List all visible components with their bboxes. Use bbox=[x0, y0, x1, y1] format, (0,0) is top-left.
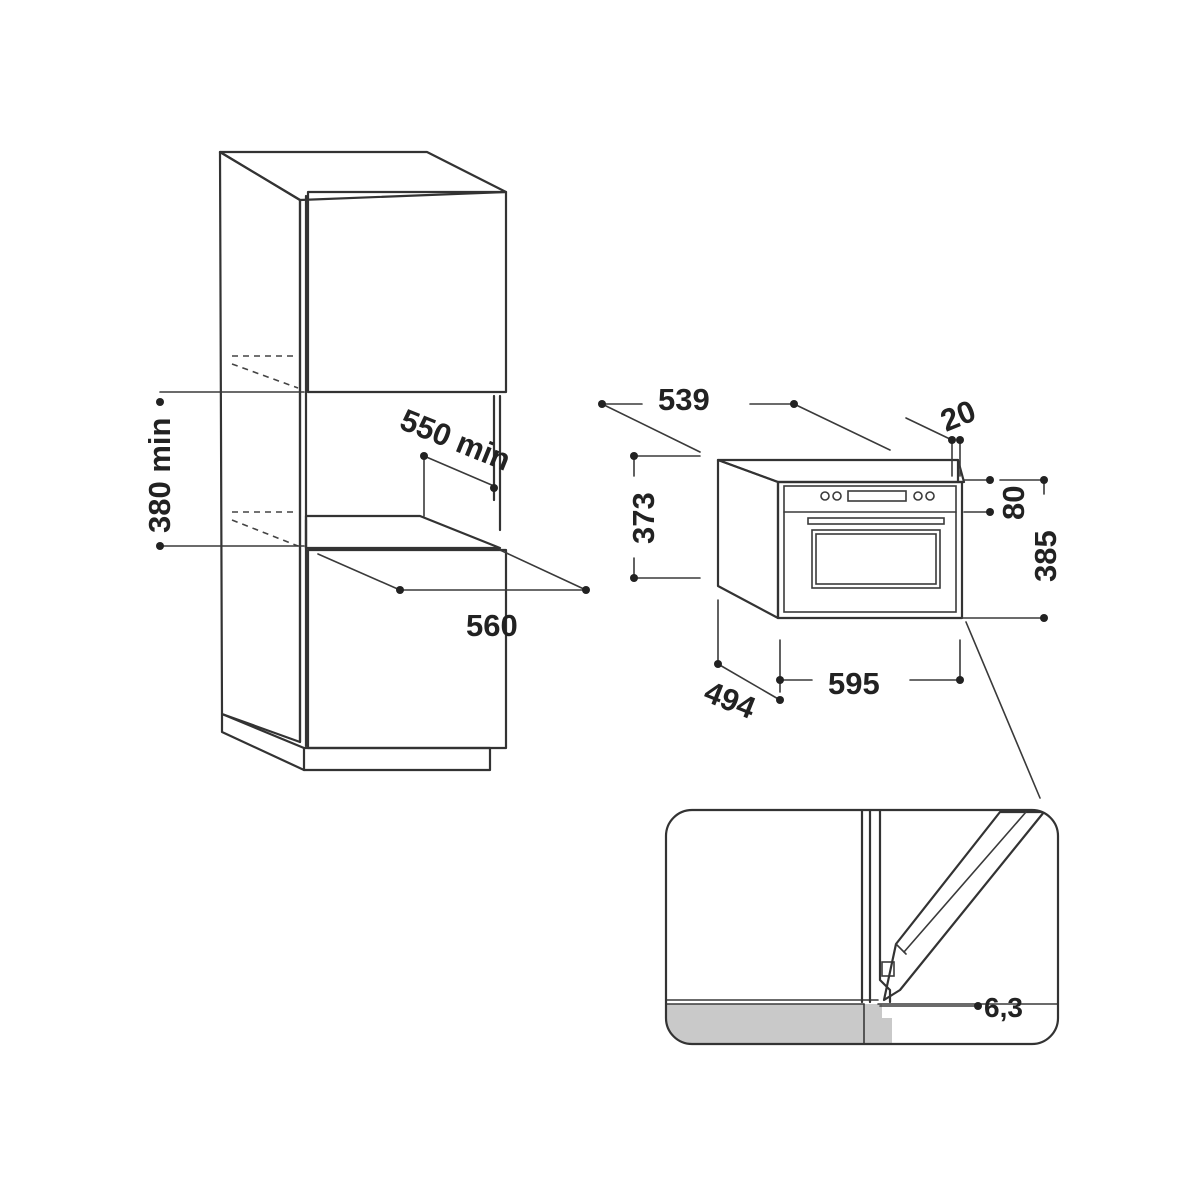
label-494: 494 bbox=[699, 674, 761, 726]
cabinet-side-panel bbox=[218, 150, 302, 744]
upper-door bbox=[306, 190, 508, 394]
label-6-3: 6,3 bbox=[984, 992, 1023, 1023]
detail-floor bbox=[666, 1004, 864, 1044]
display-panel bbox=[847, 490, 907, 502]
lower-door bbox=[306, 548, 508, 750]
knob-right-icon bbox=[913, 491, 923, 501]
label-560: 560 bbox=[466, 608, 518, 643]
cabinet-plinth bbox=[220, 712, 492, 772]
label-385: 385 bbox=[1028, 530, 1063, 582]
appliance-front bbox=[776, 480, 964, 620]
label-380-min: 380 min bbox=[142, 418, 177, 533]
label-20: 20 bbox=[936, 393, 981, 438]
detail-view: 6,3 bbox=[664, 808, 1060, 1046]
label-595: 595 bbox=[828, 666, 880, 701]
label-539: 539 bbox=[658, 382, 710, 417]
knob-right2-icon bbox=[925, 491, 935, 501]
appliance-side bbox=[716, 458, 780, 620]
detail-frame bbox=[664, 808, 1060, 1046]
label-373: 373 bbox=[626, 492, 661, 544]
niche-shelf bbox=[304, 514, 502, 550]
label-550-min: 550 min bbox=[395, 402, 515, 478]
cabinet-drawing: 380 min 550 min 560 bbox=[142, 150, 590, 772]
label-80: 80 bbox=[996, 486, 1031, 520]
knob-left-icon bbox=[820, 491, 830, 501]
door-handle bbox=[807, 517, 945, 525]
knob-left2-icon bbox=[832, 491, 842, 501]
detail-leader-line bbox=[965, 621, 1041, 799]
appliance-drawing: 539 20 373 80 385 59 bbox=[598, 382, 1063, 799]
detail-door-panel bbox=[882, 810, 1046, 1002]
appliance-top bbox=[716, 458, 966, 484]
oven-window bbox=[811, 529, 941, 589]
